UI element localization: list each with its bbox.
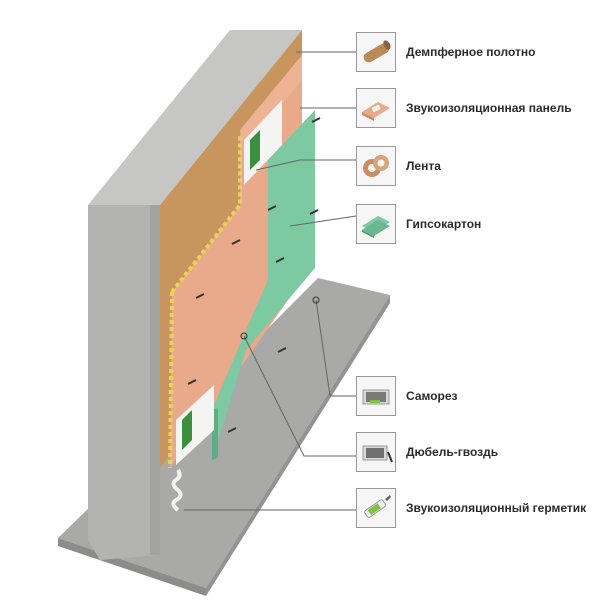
callout-tape: Лента (356, 146, 441, 186)
sealant-tube-icon (356, 488, 396, 528)
concrete-wall-top (88, 30, 302, 205)
leader-marker-screw (312, 296, 320, 304)
fasteners (187, 117, 321, 433)
callout-damper-sheet: Демпферное полотно (356, 32, 536, 72)
callout-soundproof-panel: Звукоизоляционная панель (356, 88, 572, 128)
concrete-wall-shade (150, 205, 160, 555)
callout-label: Дюбель-гвоздь (406, 445, 499, 459)
callout-label: Звукоизоляционная панель (406, 101, 572, 115)
leader-lines (184, 51, 357, 511)
callout-screw: Саморез (356, 376, 458, 416)
screw-box-icon (356, 376, 396, 416)
sealant-bead (171, 468, 183, 512)
drywall-sheets-icon (356, 204, 396, 244)
floor-slab-edge (58, 538, 206, 596)
dowel-nail-box-icon (356, 432, 396, 472)
tape-roll-icon (356, 146, 396, 186)
callout-label: Демпферное полотно (406, 45, 536, 59)
tape-seam-lower (168, 291, 174, 469)
floor-slab-side (206, 295, 390, 596)
panel-label-upper (244, 100, 282, 185)
callout-label: Саморез (406, 389, 458, 403)
callout-label: Лента (406, 159, 441, 173)
drywall-layer (212, 110, 315, 460)
callout-sealant: Звукоизоляционный герметик (356, 488, 586, 528)
panel-label-lower (176, 385, 214, 465)
callout-drywall: Гипсокартон (356, 204, 481, 244)
concrete-wall-front (88, 205, 160, 560)
damper-roll-icon (356, 32, 396, 72)
callout-label: Гипсокартон (406, 217, 482, 231)
callout-dowel-nail: Дюбель-гвоздь (356, 432, 498, 472)
soundproof-panel-upper (240, 55, 302, 150)
tape-seam (170, 135, 242, 294)
callout-label: Звукоизоляционный герметик (406, 501, 587, 515)
soundproof-panel-icon (356, 88, 396, 128)
leader-marker-dowel (240, 332, 248, 340)
